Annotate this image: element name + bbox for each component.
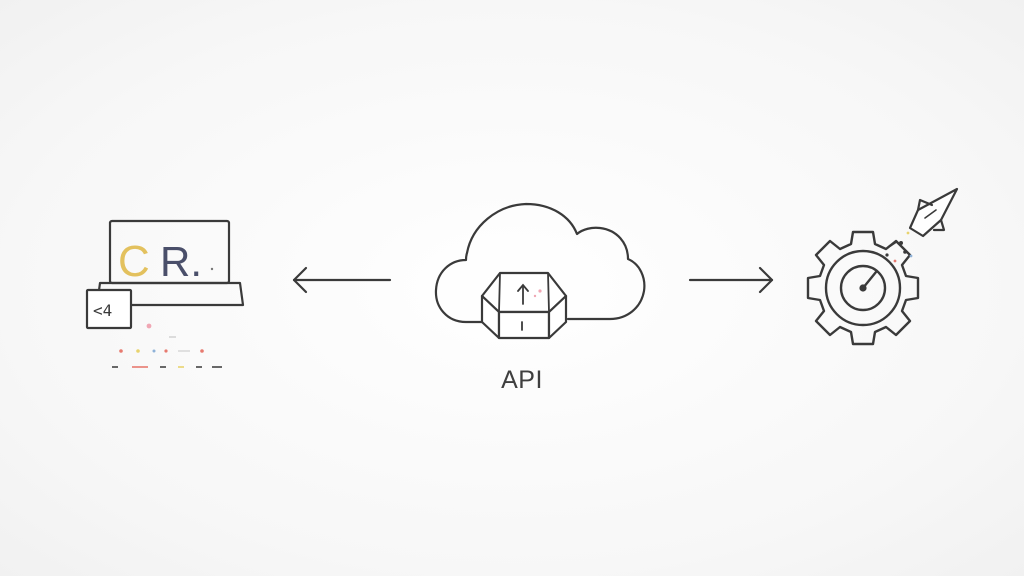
screen-dot bbox=[210, 267, 214, 271]
screen-letter-r: R. bbox=[160, 238, 202, 285]
upload-arrow-icon bbox=[517, 283, 529, 331]
box-icon bbox=[480, 271, 568, 340]
screen-letter-c: C bbox=[118, 237, 150, 286]
rocket-trail bbox=[885, 231, 913, 263]
arrow-left-icon bbox=[292, 266, 392, 294]
cloud-icon bbox=[434, 202, 646, 324]
client-decoration bbox=[112, 323, 222, 368]
gear-icon bbox=[806, 230, 920, 346]
api-label: API bbox=[501, 366, 543, 394]
code-badge-text: <4 bbox=[93, 301, 112, 320]
code-card-icon: <4 bbox=[85, 288, 133, 330]
rocket-icon bbox=[908, 187, 959, 238]
arrow-right-icon bbox=[688, 266, 774, 294]
box-accent-dot bbox=[538, 289, 542, 293]
box-accent-dot bbox=[533, 294, 537, 298]
